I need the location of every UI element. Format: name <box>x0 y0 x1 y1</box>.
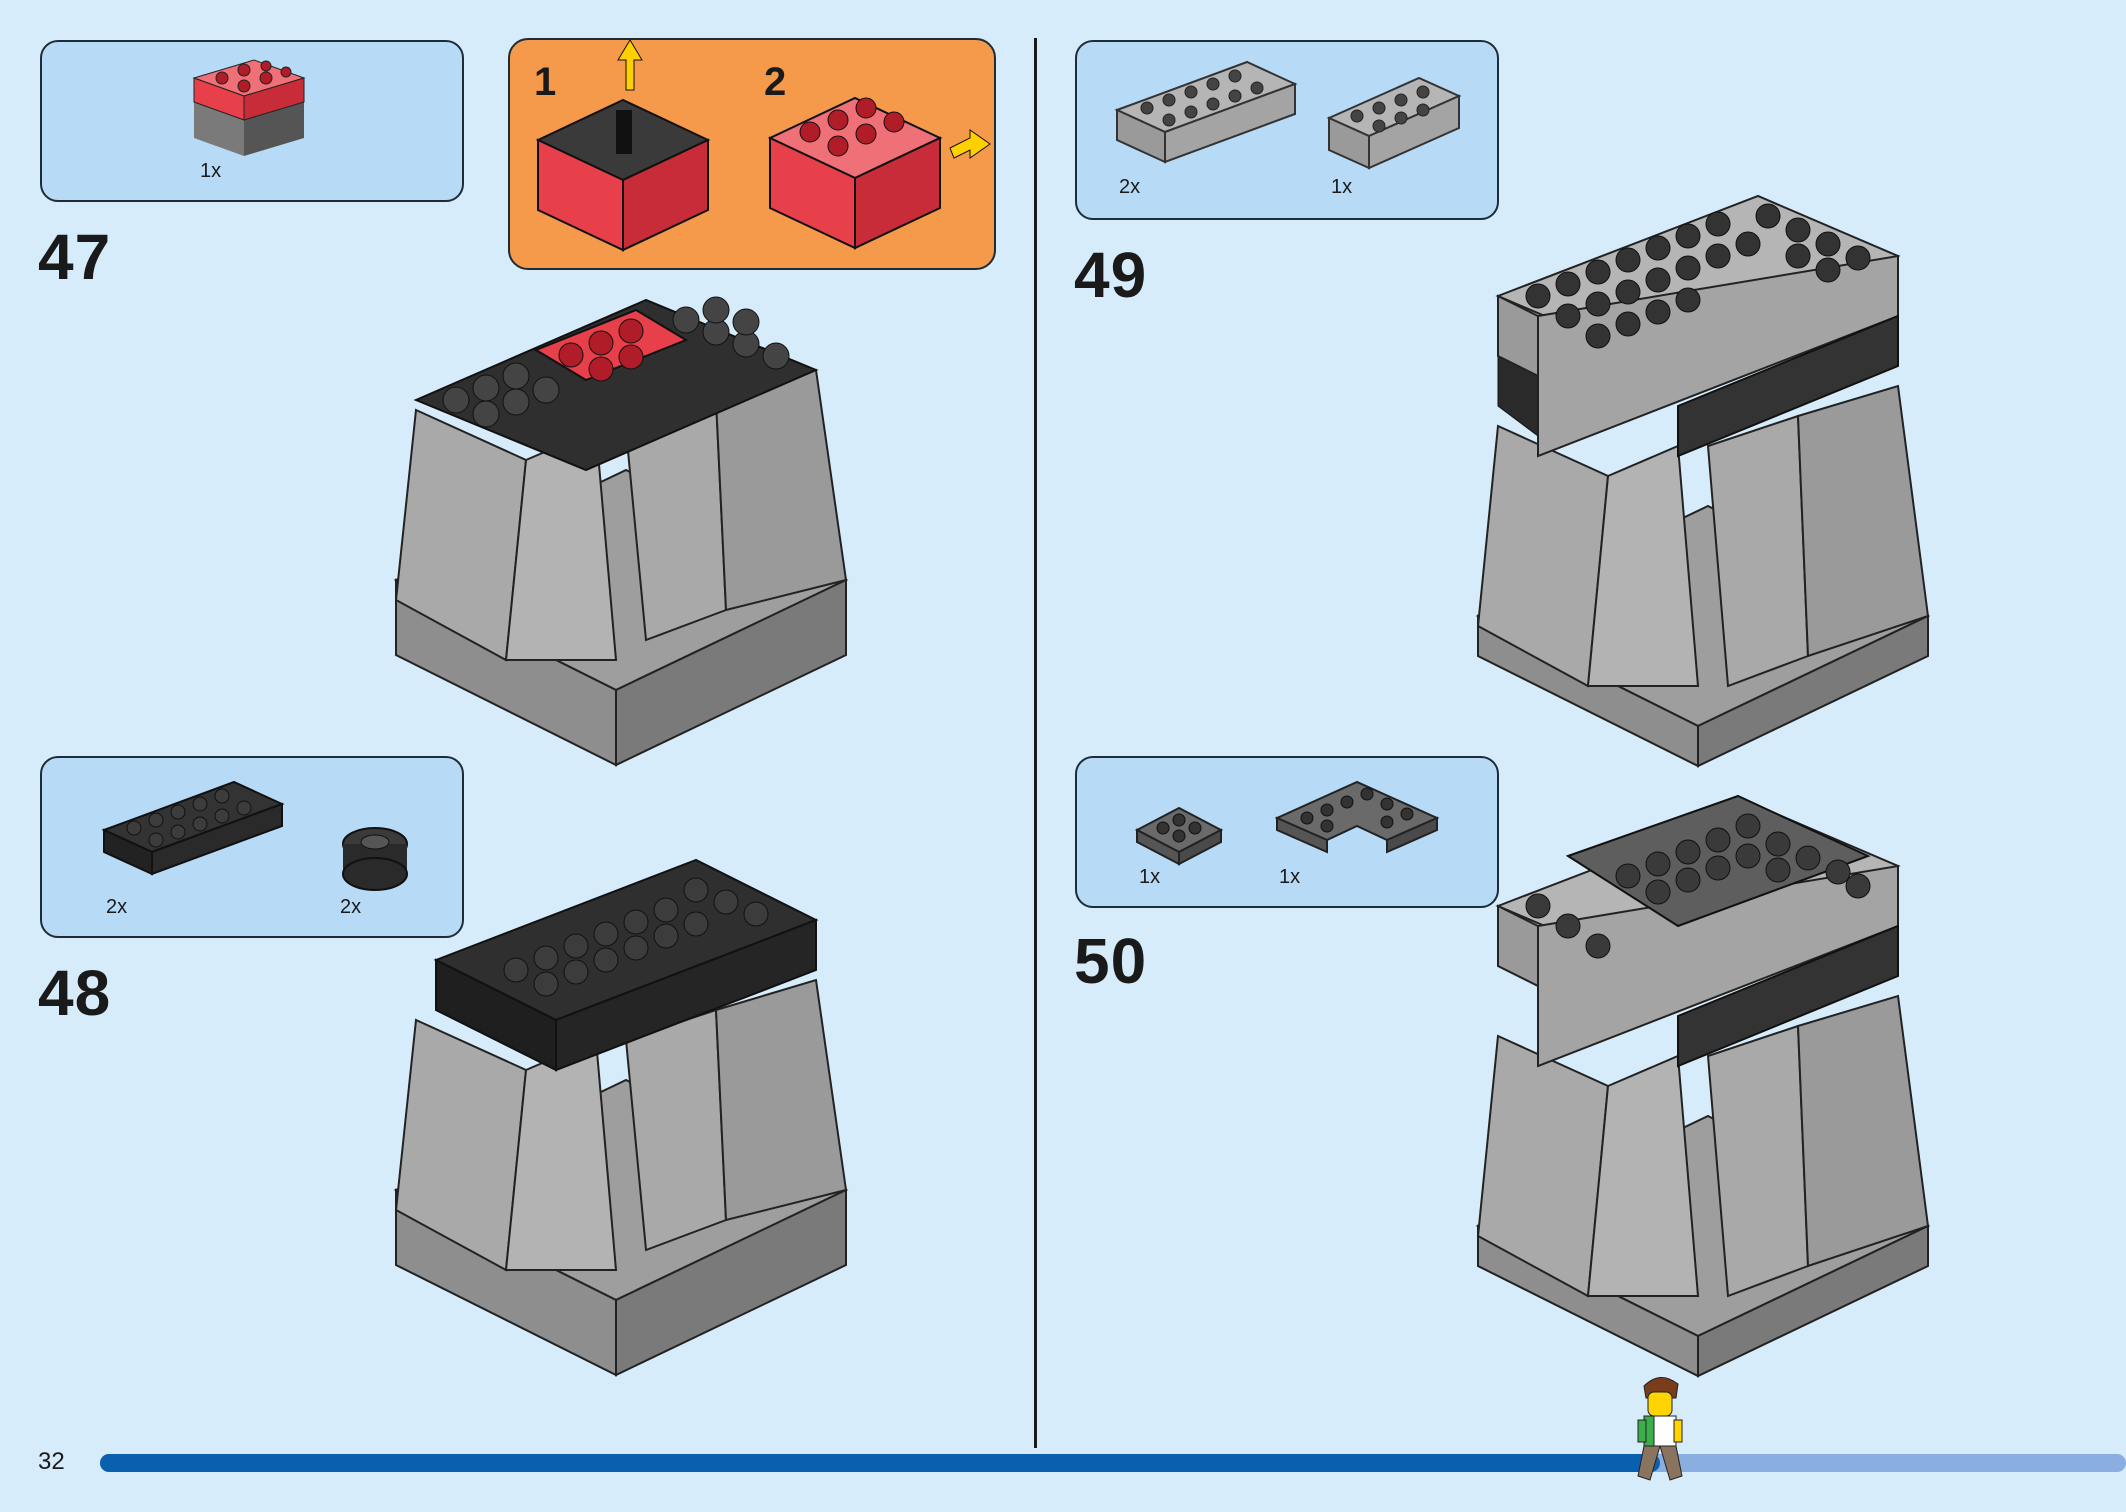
part-qty: 2x <box>1119 176 1141 198</box>
part-qty: 2x <box>340 896 362 918</box>
black-round-brick-icon <box>342 827 408 891</box>
part-qty: 1x <box>200 160 222 182</box>
gray-2x6-brick-icon <box>1114 60 1298 164</box>
part-qty: 1x <box>1139 866 1161 888</box>
minifigure-icon <box>1637 1377 1683 1481</box>
parts-callout-step-50: 1x 1x <box>1075 756 1499 908</box>
part-qty: 2x <box>106 896 128 918</box>
dark-gray-corner-plate-icon <box>1274 780 1440 854</box>
light-brick-closed-icon <box>767 96 991 250</box>
progress-bar-fill <box>100 1454 1660 1472</box>
black-2x6-brick-icon <box>101 780 285 876</box>
step-number-47: 47 <box>38 221 112 293</box>
page-number: 32 <box>38 1448 65 1475</box>
part-qty: 1x <box>1279 866 1301 888</box>
step-number-49: 49 <box>1074 239 1148 311</box>
part-qty: 1x <box>1331 176 1353 198</box>
substep-number-1: 1 <box>534 60 557 104</box>
parts-callout-step-49: 2x 1x <box>1075 40 1499 220</box>
substep-number-2: 2 <box>764 60 787 104</box>
step-50-model-illustration <box>1475 794 1931 1378</box>
gray-2x4-brick-icon <box>1326 76 1462 170</box>
step-number-50: 50 <box>1074 925 1148 997</box>
substep-callout: 1 2 <box>508 38 996 270</box>
page-divider <box>1034 38 1037 1448</box>
step-47-model-illustration <box>393 296 849 767</box>
dark-gray-2x2-plate-icon <box>1134 806 1224 866</box>
parts-callout-step-47: 1x <box>40 40 464 202</box>
parts-callout-step-48: 2x 2x <box>40 756 464 938</box>
trans-red-light-brick-icon <box>192 59 306 156</box>
step-49-model-illustration <box>1475 194 1931 768</box>
light-brick-open-icon <box>535 39 711 252</box>
step-48-model-illustration <box>393 858 849 1377</box>
step-number-48: 48 <box>38 957 112 1029</box>
